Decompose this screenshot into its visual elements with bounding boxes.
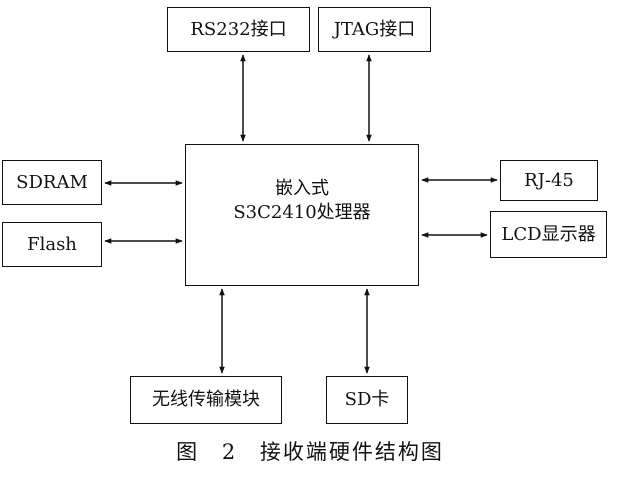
wireless-module-label: 无线传输模块 xyxy=(152,389,260,411)
figure-caption: 图 2 接收端硬件结构图 xyxy=(176,440,444,464)
processor-label-line2: S3C2410处理器 xyxy=(233,202,371,224)
sd-card-label: SD卡 xyxy=(344,389,390,411)
rj45-block: RJ-45 xyxy=(500,160,598,201)
sd-card-block: SD卡 xyxy=(326,376,408,424)
flash-label: Flash xyxy=(27,233,77,255)
lcd-display-block: LCD显示器 xyxy=(490,211,607,258)
lcd-display-label: LCD显示器 xyxy=(501,223,596,245)
sdram-block: SDRAM xyxy=(2,160,102,205)
rs232-interface-label: RS232接口 xyxy=(190,18,287,40)
sdram-label: SDRAM xyxy=(16,171,88,193)
rj45-label: RJ-45 xyxy=(524,169,574,191)
processor-block: 嵌入式 S3C2410处理器 xyxy=(185,144,419,286)
flash-block: Flash xyxy=(2,222,102,267)
wireless-module-block: 无线传输模块 xyxy=(130,376,282,424)
jtag-interface-label: JTAG接口 xyxy=(333,18,416,40)
rs232-interface-block: RS232接口 xyxy=(167,7,310,52)
processor-label-line1: 嵌入式 xyxy=(275,178,329,199)
jtag-interface-block: JTAG接口 xyxy=(318,7,431,52)
